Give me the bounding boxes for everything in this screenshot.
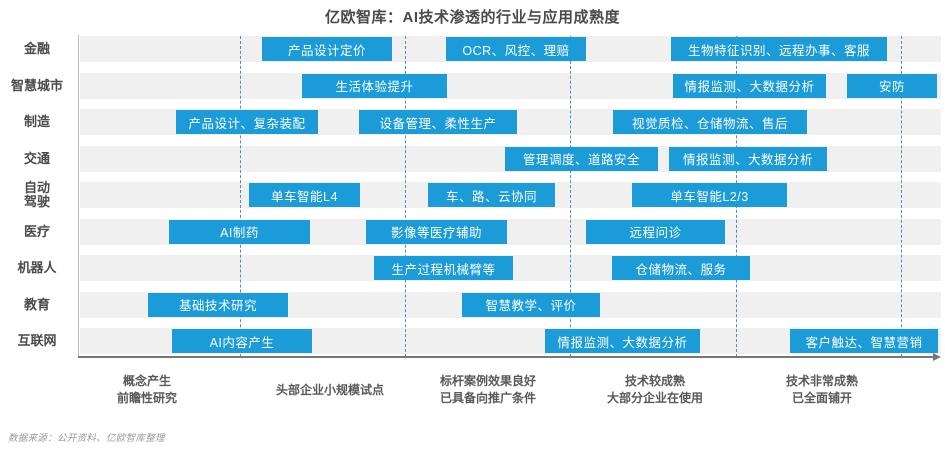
application-box: 远程问诊 (586, 219, 725, 244)
application-box: 安防 (847, 73, 937, 98)
industry-row-label: 自动 驾驶 (23, 180, 50, 209)
source-note: 数据来源：公开资料、亿欧智库整理 (8, 433, 165, 444)
application-box: 产品设计、复杂装配 (176, 110, 318, 134)
application-box: 车、路、云协同 (428, 183, 555, 207)
application-box: 情报监测、大数据分析 (669, 146, 827, 171)
stage-separator-gridline (240, 36, 241, 357)
stage-separator-gridline (901, 36, 902, 357)
x-axis-arrow-icon (933, 353, 941, 361)
maturity-stage-label: 头部企业小规模试点 (275, 382, 384, 397)
application-box: 情报监测、大数据分析 (545, 329, 700, 353)
application-box: 生物特征识别、远程办事、客服 (671, 37, 887, 61)
y-axis-line (78, 35, 79, 357)
maturity-stage-label: 概念产生 前瞻性研究 (116, 374, 177, 405)
industry-row-label: 互联网 (17, 333, 57, 348)
application-box: 设备管理、柔性生产 (359, 110, 517, 134)
application-box: 影像等医疗辅助 (366, 219, 507, 244)
maturity-stage-label: 技术较成熟 大部分企业在使用 (606, 374, 703, 405)
application-box: 单车智能L2/3 (632, 183, 787, 207)
industry-row-label: 金融 (23, 41, 50, 56)
application-box: 产品设计定价 (262, 37, 392, 61)
maturity-stage-label: 技术非常成熟 已全面铺开 (785, 374, 858, 405)
industry-row-label: 医疗 (23, 223, 50, 239)
application-box: 仓储物流、服务 (612, 256, 750, 280)
application-box: 智慧教学、评价 (462, 292, 600, 317)
application-box: 视觉质检、仓储物流、售后 (613, 110, 807, 134)
industry-row-label: 教育 (23, 296, 50, 312)
application-box: AI制药 (169, 219, 310, 244)
application-box: 生产过程机械臂等 (374, 256, 513, 280)
application-box: OCR、风控、理赔 (446, 37, 586, 61)
industry-row-label: 交通 (23, 150, 50, 166)
application-box: 客户触达、智慧营销 (790, 329, 938, 353)
x-axis-line (78, 353, 941, 361)
application-box: 生活体验提升 (302, 73, 447, 98)
industry-row-label: 制造 (23, 114, 50, 129)
stage-separator-gridline (570, 36, 571, 357)
application-box: 情报监测、大数据分析 (673, 73, 826, 98)
industry-row-label: 智慧城市 (10, 77, 63, 93)
application-box: 单车智能L4 (249, 183, 360, 207)
stage-separator-gridline (405, 36, 406, 357)
application-box: 基础技术研究 (148, 292, 288, 317)
application-box: AI内容产生 (172, 329, 312, 353)
chart-title: 亿欧智库：AI技术渗透的行业与应用成熟度 (324, 9, 620, 26)
application-box: 管理调度、道路安全 (505, 146, 658, 171)
maturity-stage-label: 标杆案例效果良好 已具备向推广条件 (439, 374, 536, 405)
industry-row-label: 机器人 (17, 260, 57, 275)
